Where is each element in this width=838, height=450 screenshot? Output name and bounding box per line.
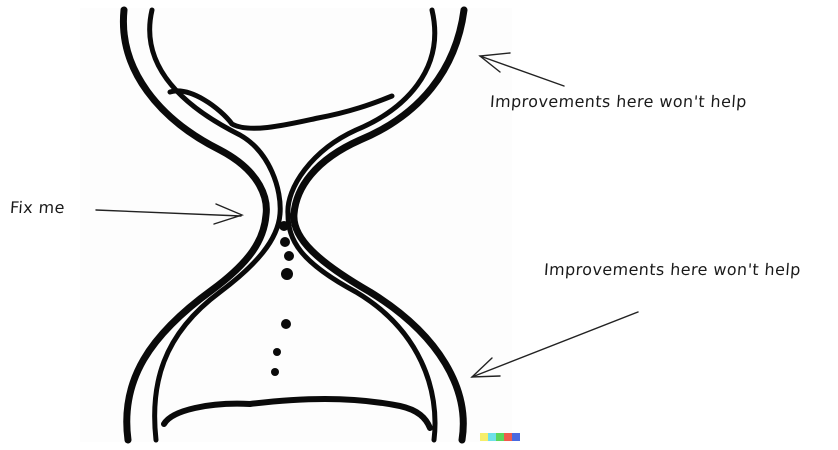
color-swatch — [504, 433, 512, 441]
arrow-to-bottom-bulb-head — [470, 357, 501, 378]
hourglass-outer-left — [119, 6, 270, 444]
arrow-to-top-bulb — [479, 55, 565, 87]
hourglass-inner-left — [147, 7, 283, 443]
arrow-to-top-bulb-head — [478, 52, 511, 73]
color-swatch — [480, 433, 488, 441]
sand-grain — [273, 348, 281, 356]
hourglass-outer-right — [290, 6, 468, 444]
bottom-bulb-annotation: Improvements here won't help — [543, 260, 802, 279]
sand-grain — [279, 221, 289, 231]
arrow-to-bottom-bulb — [471, 311, 639, 378]
bottleneck-annotation: Fix me — [9, 198, 66, 217]
bottom-sand-surface — [161, 396, 433, 431]
top-bulb-annotation: Improvements here won't help — [489, 92, 748, 111]
top-sand-surface — [167, 88, 395, 131]
color-swatch — [488, 433, 496, 441]
color-strip — [480, 433, 520, 441]
sand-grain — [281, 268, 293, 280]
sand-grain — [271, 368, 279, 376]
hourglass-inner-right — [285, 7, 438, 443]
sand-grain — [281, 319, 291, 329]
sand-grain — [284, 251, 294, 261]
sand-grain — [280, 237, 290, 247]
color-swatch — [512, 433, 520, 441]
arrow-to-bottleneck — [95, 209, 242, 217]
color-swatch — [496, 433, 504, 441]
arrow-to-bottleneck-head — [213, 203, 245, 225]
